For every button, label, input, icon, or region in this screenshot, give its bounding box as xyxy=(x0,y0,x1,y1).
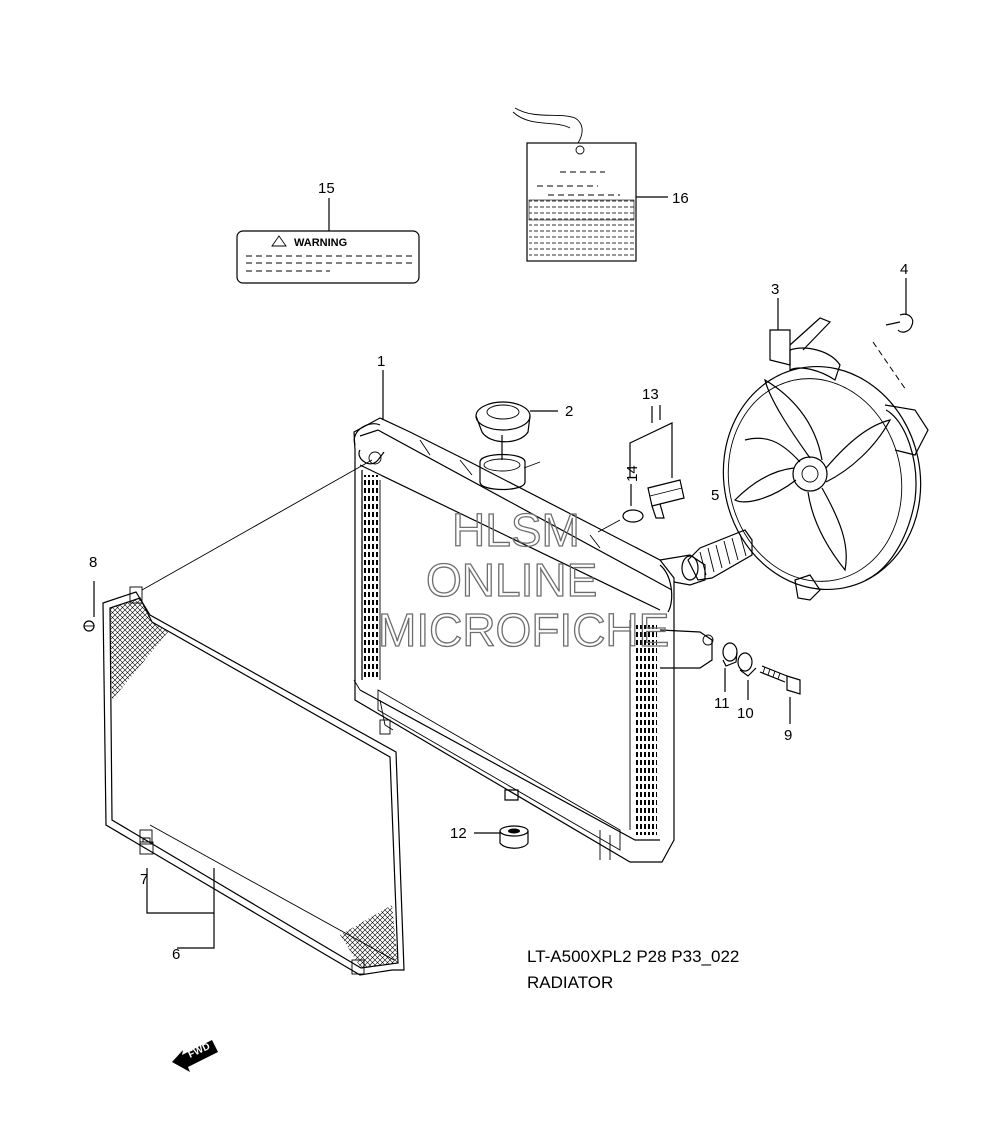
cooling-fan-assembly xyxy=(722,278,929,601)
warning-label: WARNING xyxy=(236,198,420,284)
callout-5: 5 xyxy=(711,487,719,504)
watermark-line-2: ONLINE xyxy=(426,554,597,606)
callout-3: 3 xyxy=(771,281,779,298)
callout-15: 15 xyxy=(318,180,335,197)
callout-9: 9 xyxy=(784,727,792,744)
callout-13: 13 xyxy=(642,386,659,403)
clip-part xyxy=(139,837,154,855)
radiator-cap xyxy=(475,401,558,460)
fan-mount-hardware xyxy=(722,642,801,724)
callout-1: 1 xyxy=(377,353,385,370)
fwd-arrow-icon: FWD xyxy=(172,1040,218,1072)
watermark: HLSM ONLINE MICROFICHE xyxy=(377,503,670,656)
callout-12: 12 xyxy=(450,825,467,842)
leader-6b xyxy=(177,913,215,949)
leader-6 xyxy=(146,868,215,914)
thermo-switch xyxy=(597,406,685,533)
alignment-line xyxy=(141,459,373,591)
watermark-line-1: HLSM xyxy=(452,504,580,556)
radiator-core xyxy=(353,417,714,863)
hose-boot xyxy=(681,529,753,581)
callout-7: 7 xyxy=(140,871,148,888)
callout-8: 8 xyxy=(89,554,97,571)
callout-11: 11 xyxy=(714,695,730,712)
callout-4: 4 xyxy=(900,261,908,278)
warning-label-text: WARNING xyxy=(294,237,347,249)
diagram-code: LT-A500XPL2 P28 P33_022 xyxy=(527,947,739,966)
diagram-title: RADIATOR xyxy=(527,973,613,992)
screw-8 xyxy=(83,581,95,632)
callout-14: 14 xyxy=(624,465,641,482)
callout-2: 2 xyxy=(565,403,573,420)
watermark-line-3: MICROFICHE xyxy=(378,604,669,656)
radiator-shroud xyxy=(102,586,405,976)
hang-tag-label xyxy=(512,107,637,262)
callout-6: 6 xyxy=(172,946,180,963)
grommet-12 xyxy=(474,825,529,849)
callout-16: 16 xyxy=(672,190,689,207)
callout-10: 10 xyxy=(737,705,754,722)
